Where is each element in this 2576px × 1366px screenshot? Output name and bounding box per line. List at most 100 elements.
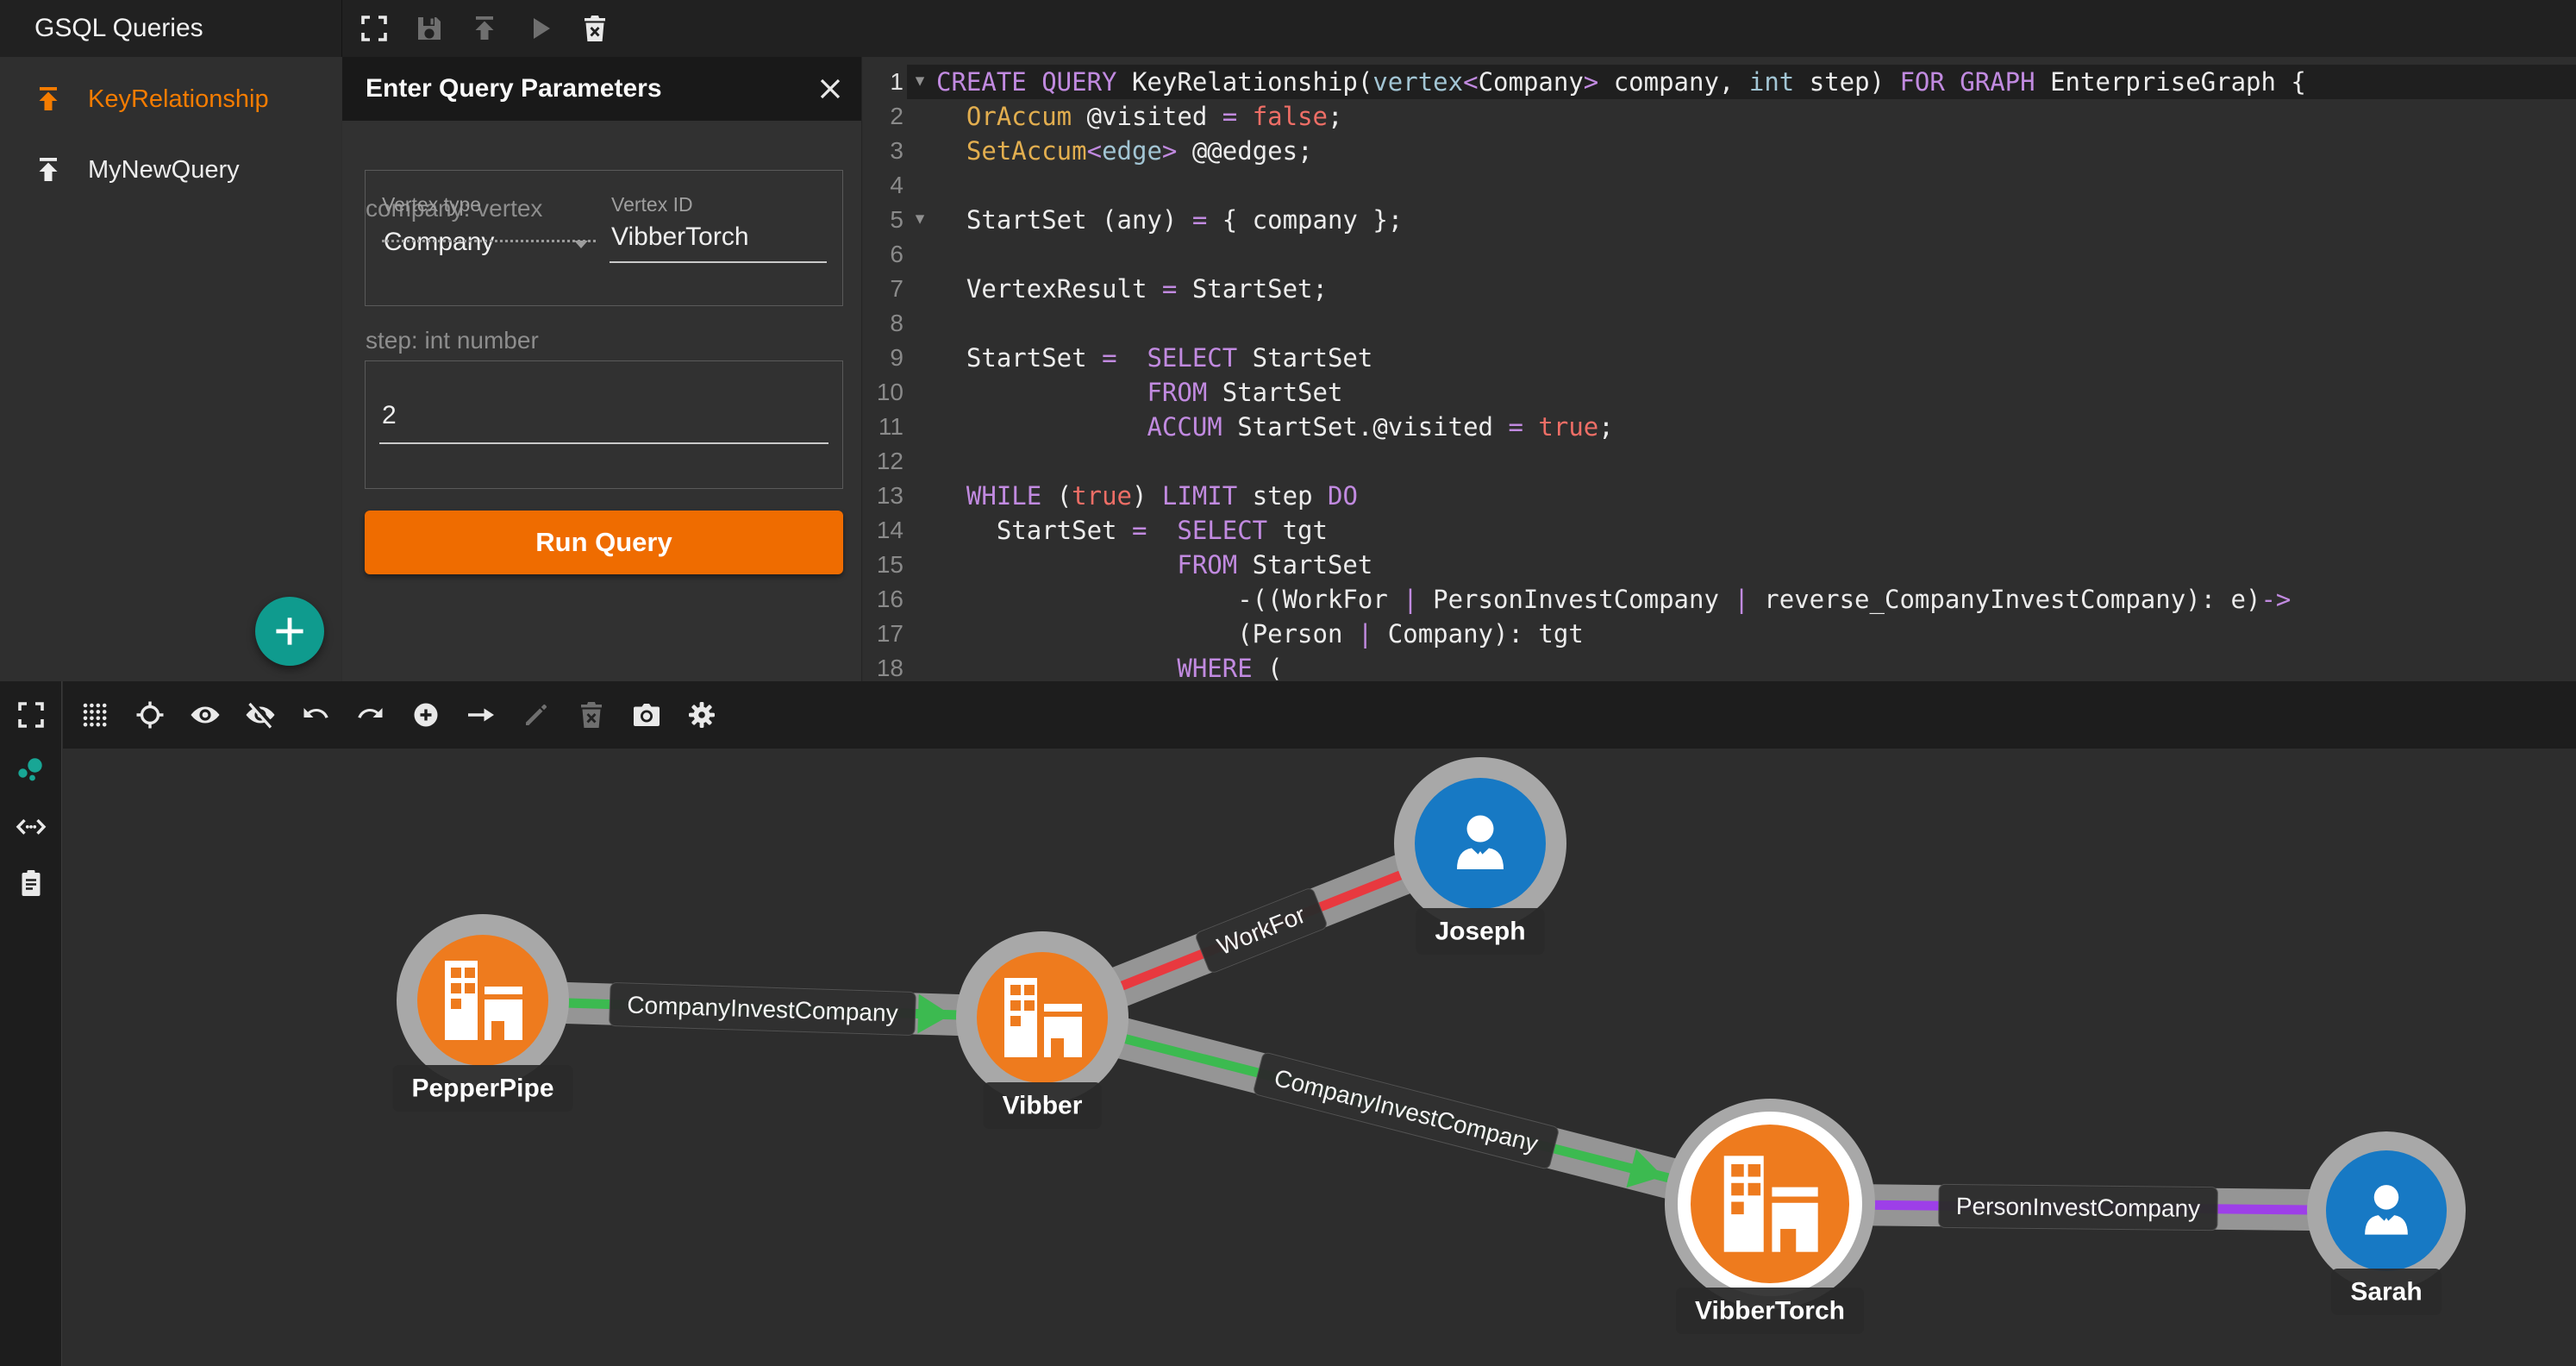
code-line: ACCUM StartSet.@visited = true; bbox=[936, 410, 2306, 444]
locate-icon bbox=[133, 698, 167, 732]
editor-gutter: 123456789101112131415161718 bbox=[863, 65, 903, 681]
clipboard-icon bbox=[14, 866, 48, 900]
caret-down-icon[interactable] bbox=[570, 233, 592, 255]
line-number: 6 bbox=[863, 237, 903, 272]
line-number: 13 bbox=[863, 479, 903, 513]
line-number: 9 bbox=[863, 341, 903, 375]
publish-button[interactable] bbox=[467, 11, 502, 46]
edge-label: CompanyInvestCompany bbox=[610, 982, 916, 1035]
fold-arrow-icon[interactable]: ▾ bbox=[910, 65, 930, 99]
grid-button[interactable] bbox=[78, 698, 112, 732]
code-line: -((WorkFor | PersonInvestCompany | rever… bbox=[936, 582, 2306, 617]
code-line: OrAccum @visited = false; bbox=[936, 99, 2306, 134]
locate-button[interactable] bbox=[133, 698, 167, 732]
add-query-button[interactable] bbox=[255, 597, 324, 666]
query-list-item-KeyRelationship[interactable]: KeyRelationship bbox=[0, 64, 341, 135]
line-number: 1 bbox=[863, 65, 903, 99]
eye-off-button[interactable] bbox=[243, 698, 278, 732]
delete-button[interactable] bbox=[578, 11, 612, 46]
code-line: WHERE ( bbox=[936, 651, 2306, 681]
graph-canvas[interactable]: PepperPipeVibberJosephVibberTorchSarahCo… bbox=[63, 749, 2576, 1366]
pencil-button[interactable] bbox=[519, 698, 553, 732]
redo-button[interactable] bbox=[353, 698, 388, 732]
view-rail bbox=[0, 681, 62, 1366]
line-number: 11 bbox=[863, 410, 903, 444]
line-number: 10 bbox=[863, 375, 903, 410]
close-icon bbox=[813, 72, 847, 106]
query-list: KeyRelationshipMyNewQuery bbox=[0, 57, 341, 681]
fold-arrow-icon[interactable]: ▾ bbox=[910, 203, 930, 237]
node-label: PepperPipe bbox=[392, 1065, 572, 1112]
save-icon bbox=[412, 11, 447, 46]
gear-button[interactable] bbox=[685, 698, 719, 732]
line-number: 12 bbox=[863, 444, 903, 479]
clipboard-button[interactable] bbox=[14, 866, 48, 900]
vertex-id-label: Vertex ID bbox=[611, 193, 693, 216]
code-button[interactable] bbox=[14, 810, 48, 844]
editor-code: CREATE QUERY KeyRelationship(vertex<Comp… bbox=[936, 65, 2306, 681]
close-button[interactable] bbox=[813, 72, 847, 106]
line-number: 18 bbox=[863, 651, 903, 681]
query-item-label: KeyRelationship bbox=[88, 85, 269, 114]
graph-bubbles-icon bbox=[14, 754, 48, 788]
svg-text:CompanyInvestCompany: CompanyInvestCompany bbox=[1272, 1064, 1541, 1157]
code-line: SetAccum<edge> @@edges; bbox=[936, 134, 2306, 168]
node-label: VibberTorch bbox=[1676, 1288, 1864, 1334]
graph-node-Joseph[interactable] bbox=[1394, 757, 1566, 930]
run-query-button[interactable]: Run Query bbox=[365, 511, 843, 574]
line-number: 14 bbox=[863, 513, 903, 548]
arrow-right-icon bbox=[464, 698, 498, 732]
code-editor[interactable]: 123456789101112131415161718 CREATE QUERY… bbox=[863, 57, 2576, 681]
publish-icon bbox=[31, 82, 66, 116]
pencil-icon bbox=[519, 698, 553, 732]
line-number: 8 bbox=[863, 306, 903, 341]
grid-icon bbox=[78, 698, 112, 732]
vertex-id-input[interactable] bbox=[611, 222, 827, 252]
step-param-label: step: int number bbox=[366, 327, 539, 354]
save-button[interactable] bbox=[412, 11, 447, 46]
vertex-id-underline bbox=[610, 261, 827, 263]
code-line: FROM StartSet bbox=[936, 548, 2306, 582]
undo-button[interactable] bbox=[298, 698, 333, 732]
svg-text:Vibber: Vibber bbox=[1003, 1092, 1083, 1120]
arrow-right-button[interactable] bbox=[464, 698, 498, 732]
publish-icon bbox=[467, 11, 502, 46]
line-number: 3 bbox=[863, 134, 903, 168]
line-number: 16 bbox=[863, 582, 903, 617]
graph-toolbar bbox=[63, 681, 2576, 749]
play-button[interactable] bbox=[522, 11, 557, 46]
graph-node-VibberTorch[interactable] bbox=[1665, 1099, 1875, 1309]
eye-button[interactable] bbox=[188, 698, 222, 732]
query-list-item-MyNewQuery[interactable]: MyNewQuery bbox=[0, 135, 341, 205]
delete-button[interactable] bbox=[574, 698, 609, 732]
line-number: 5 bbox=[863, 203, 903, 237]
code-line: WHILE (true) LIMIT step DO bbox=[936, 479, 2306, 513]
fullscreen-icon bbox=[14, 698, 48, 732]
vertex-type-select[interactable]: Company bbox=[384, 228, 494, 257]
graph-bubbles-button[interactable] bbox=[14, 754, 48, 788]
code-icon bbox=[14, 810, 48, 844]
step-input[interactable] bbox=[382, 401, 822, 430]
code-line: (Person | Company): tgt bbox=[936, 617, 2306, 651]
step-underline bbox=[379, 442, 828, 444]
line-number: 2 bbox=[863, 99, 903, 134]
add-circle-button[interactable] bbox=[409, 698, 443, 732]
fullscreen-button[interactable] bbox=[14, 698, 48, 732]
graph-node-Vibber[interactable] bbox=[956, 931, 1129, 1104]
code-line bbox=[936, 306, 2306, 341]
graph-node-PepperPipe[interactable] bbox=[397, 914, 569, 1087]
line-number: 17 bbox=[863, 617, 903, 651]
edge-label: WorkFor bbox=[1195, 887, 1329, 974]
svg-text:VibberTorch: VibberTorch bbox=[1695, 1297, 1845, 1325]
fullscreen-button[interactable] bbox=[357, 11, 391, 46]
graph-node-Sarah[interactable] bbox=[2307, 1131, 2466, 1290]
code-line: FROM StartSet bbox=[936, 375, 2306, 410]
gear-icon bbox=[685, 698, 719, 732]
camera-button[interactable] bbox=[629, 698, 664, 732]
params-panel-title: Enter Query Parameters bbox=[342, 74, 662, 103]
publish-icon bbox=[31, 153, 66, 187]
step-param-box bbox=[365, 360, 843, 489]
code-line: CREATE QUERY KeyRelationship(vertex<Comp… bbox=[936, 65, 2306, 99]
vertex-type-underline bbox=[382, 240, 596, 242]
